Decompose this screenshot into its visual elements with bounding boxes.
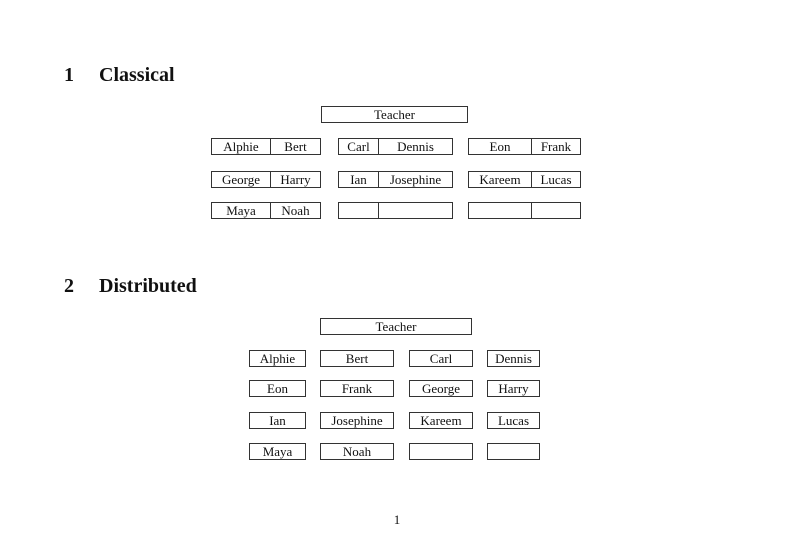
distributed-teacher-box: Teacher: [320, 318, 472, 335]
student-box: Alphie: [249, 350, 306, 367]
desk-seat-empty: [379, 203, 452, 218]
desk-seat: Ian: [339, 172, 379, 187]
student-box: Lucas: [487, 412, 540, 429]
desk-seat: Bert: [284, 139, 307, 154]
desk-seat: Eon: [469, 139, 532, 154]
desk-seat: Dennis: [397, 139, 434, 154]
section-heading-classical: 1 Classical: [64, 65, 175, 85]
section-heading-distributed: 2 Distributed: [64, 276, 197, 296]
classical-desk: George Harry: [211, 171, 321, 188]
section-number: 1: [64, 64, 74, 86]
desk-seat: Maya: [212, 203, 271, 218]
desk-seat: Josephine: [389, 172, 442, 187]
student-box: Ian: [249, 412, 306, 429]
section-title: Classical: [99, 64, 175, 86]
teacher-label: Teacher: [375, 319, 417, 334]
section-title: Distributed: [99, 275, 197, 297]
student-box: Kareem: [409, 412, 473, 429]
classical-desk: Alphie Bert: [211, 138, 321, 155]
student-box: Noah: [320, 443, 394, 460]
classical-desk: Carl Dennis: [338, 138, 453, 155]
student-box: Dennis: [487, 350, 540, 367]
desk-seat: Lucas: [540, 172, 572, 187]
classical-desk: Eon Frank: [468, 138, 581, 155]
desk-seat: Frank: [540, 139, 572, 154]
desk-seat: Kareem: [469, 172, 532, 187]
teacher-label: Teacher: [374, 107, 415, 122]
student-box: Josephine: [320, 412, 394, 429]
classical-desk: Maya Noah: [211, 202, 321, 219]
page-number: 1: [393, 512, 401, 527]
student-box-empty: [409, 443, 473, 460]
classical-desk: Ian Josephine: [338, 171, 453, 188]
student-box-empty: [487, 443, 540, 460]
student-box: Harry: [487, 380, 540, 397]
student-box: George: [409, 380, 473, 397]
student-box: Eon: [249, 380, 306, 397]
desk-seat-empty: [532, 203, 580, 218]
student-box: Frank: [320, 380, 394, 397]
classical-teacher-box: Teacher: [321, 106, 468, 123]
desk-seat: Harry: [280, 172, 311, 187]
classical-desk-empty: [468, 202, 581, 219]
desk-seat: Noah: [281, 203, 310, 218]
section-number: 2: [64, 275, 74, 297]
desk-seat-empty: [469, 203, 532, 218]
student-box: Maya: [249, 443, 306, 460]
desk-seat: Alphie: [212, 139, 271, 154]
classical-desk-empty: [338, 202, 453, 219]
student-box: Bert: [320, 350, 394, 367]
desk-seat: Carl: [339, 139, 379, 154]
desk-seat: George: [212, 172, 271, 187]
student-box: Carl: [409, 350, 473, 367]
desk-seat-empty: [339, 203, 379, 218]
classical-desk: Kareem Lucas: [468, 171, 581, 188]
